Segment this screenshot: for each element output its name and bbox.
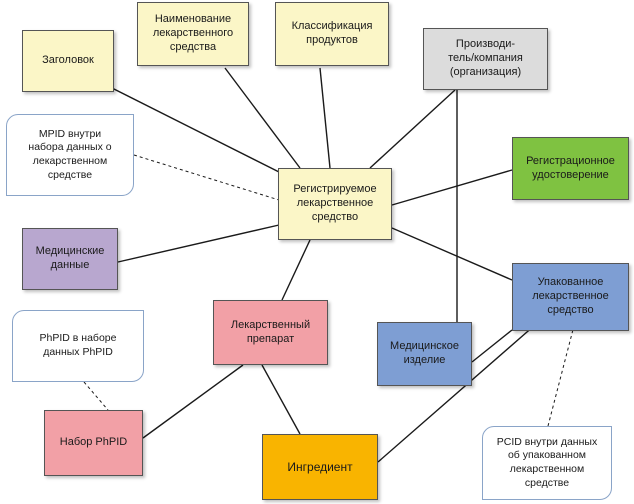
node-packaged-drug: Упакованное лекарственное средство bbox=[512, 263, 629, 331]
node-medical-device: Медицинское изделие bbox=[377, 322, 472, 386]
node-registered-drug: Регистрируемое лекарственное средство bbox=[278, 168, 392, 240]
note-mpid: MPID внутри набора данных о лекарственно… bbox=[6, 114, 134, 196]
node-ingredient: Ингредиент bbox=[262, 434, 378, 500]
link-registered-packaged bbox=[391, 227, 513, 281]
link-class-registered bbox=[319, 67, 331, 169]
node-drug-name: Наименование лекарственного средства bbox=[137, 2, 249, 66]
note-phpid: PhPID в наборе данных PhPID bbox=[12, 310, 144, 382]
link-medical-registered bbox=[117, 224, 280, 263]
node-header: Заголовок bbox=[22, 30, 114, 92]
link-header-registered bbox=[91, 77, 286, 176]
dash-mpid-registered bbox=[133, 154, 280, 201]
link-manufacturer-registered bbox=[369, 89, 456, 169]
node-product-classification: Классификация продуктов bbox=[275, 2, 389, 66]
node-registration-certificate: Регистрационное удостоверение bbox=[512, 137, 629, 200]
link-regcert-registered bbox=[391, 169, 513, 206]
dash-pcid-packaged bbox=[547, 317, 577, 427]
note-pcid: PCID внутри данных об упакованном лекарс… bbox=[482, 426, 612, 500]
link-registered-product bbox=[281, 239, 311, 301]
link-product-ingredient bbox=[261, 364, 301, 435]
link-ingredient-packaged bbox=[377, 317, 544, 463]
node-manufacturer: Производи- тель/компания (организация) bbox=[423, 28, 548, 90]
link-device-packaged bbox=[471, 329, 513, 363]
node-medicinal-product: Лекарственный препарат bbox=[213, 300, 328, 365]
dash-phpid-set bbox=[83, 381, 109, 411]
link-drugname-registered bbox=[224, 67, 301, 169]
node-phpid-set: Набор PhPID bbox=[44, 410, 143, 476]
link-product-phpid bbox=[142, 364, 244, 439]
node-medical-data: Медицинские данные bbox=[22, 228, 118, 290]
